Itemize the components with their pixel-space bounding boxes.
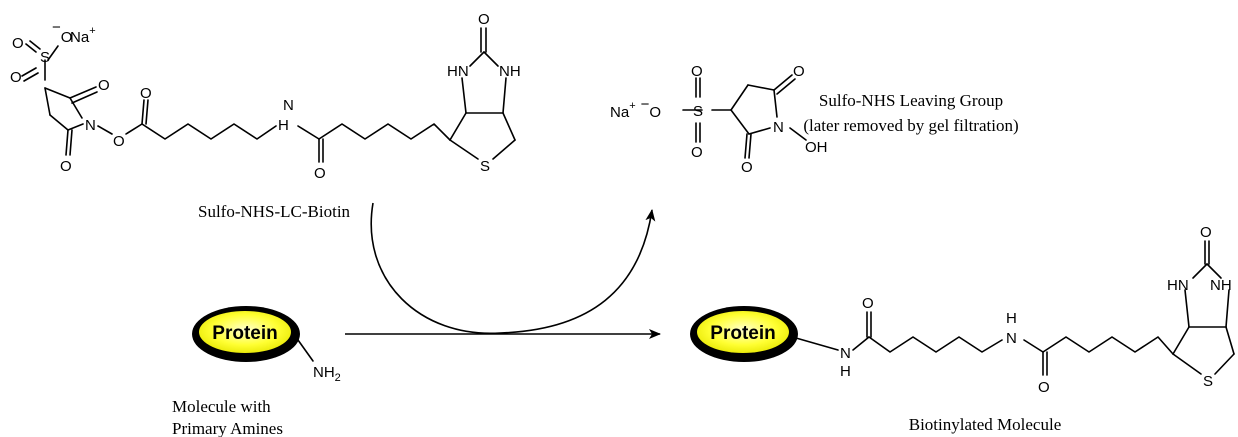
product-caption: Biotinylated Molecule xyxy=(909,415,1062,434)
product-protein-oval-fill xyxy=(697,311,789,353)
lg-sulfonyl-o-top: O xyxy=(691,63,703,80)
product-amide-o2: O xyxy=(1038,379,1050,396)
reagent-ester-o: O xyxy=(113,133,125,150)
reagent-caption: Sulfo-NHS-LC-Biotin xyxy=(198,202,351,221)
lg-caption-line1: Sulfo-NHS Leaving Group xyxy=(819,91,1003,110)
reagent-imide-o-top: O xyxy=(98,77,110,94)
lg-imide-o-top: O xyxy=(793,63,805,80)
reagent-sodium-label: Na+ xyxy=(70,25,96,46)
product-amide-h1: H xyxy=(840,363,851,380)
reagent-carbonyl-o: O xyxy=(140,85,152,102)
reagent-amide-n: N xyxy=(283,97,294,114)
protein-substrate: Protein NH2 Molecule with Primary Amines xyxy=(172,306,341,437)
product-biotin-o: O xyxy=(1200,224,1212,241)
reagent-biotin-nh: NH xyxy=(499,63,521,80)
reagent-amide-o: O xyxy=(314,165,326,182)
substrate-caption-line1: Molecule with xyxy=(172,397,271,416)
lg-sulfonyl-o-bottom: O xyxy=(691,144,703,161)
substrate-caption-line2: Primary Amines xyxy=(172,419,283,437)
leaving-group-curved-arrow xyxy=(370,202,656,335)
protein-oval-fill xyxy=(199,311,291,353)
lg-hydroxyl: OH xyxy=(805,139,828,156)
product-biotin-s: S xyxy=(1203,373,1213,390)
product-biotin-hn: HN xyxy=(1167,277,1189,294)
reagent-biotin-o: O xyxy=(478,11,490,28)
product-protein-label: Protein xyxy=(710,323,775,344)
biotinylated-product: Protein N H O H N O O HN NH S Biotinylat… xyxy=(690,224,1235,434)
sulfo-nhs-leaving-group-structure: Na+−O S O O O N OH O Sulfo-NHS Leaving G… xyxy=(610,63,1019,176)
lg-sodium-label: Na+−O xyxy=(610,96,661,121)
reagent-imide-n: N xyxy=(85,117,96,134)
reagent-imide-o-bottom: O xyxy=(60,158,72,175)
product-amide-o1: O xyxy=(862,295,874,312)
reagent-biotin-s: S xyxy=(480,158,490,175)
reagent-o-minus-label: −O xyxy=(52,19,72,46)
lg-sulfur-label: S xyxy=(693,103,703,120)
amine-label: NH2 xyxy=(313,364,341,384)
protein-label: Protein xyxy=(212,323,277,344)
lg-imide-n: N xyxy=(773,119,784,136)
reagent-biotin-hn: HN xyxy=(447,63,469,80)
product-biotin-nh: NH xyxy=(1210,277,1232,294)
lg-caption-line2: (later removed by gel filtration) xyxy=(803,116,1018,135)
lg-imide-o-bottom: O xyxy=(741,159,753,176)
product-amide-h2: H xyxy=(1006,310,1017,327)
reagent-sulfonyl-o-top: O xyxy=(12,35,24,52)
product-amide-n1: N xyxy=(840,345,851,362)
reagent-sulfur-label: S xyxy=(40,49,50,66)
reagent-sulfonyl-o-bottom: O xyxy=(10,69,22,86)
product-amide-n2: N xyxy=(1006,330,1017,347)
reagent-amide-h: H xyxy=(278,117,289,134)
sulfo-nhs-lc-biotin-structure: −O Na+ S O O O N O O O N H O O HN NH S S… xyxy=(10,11,521,221)
